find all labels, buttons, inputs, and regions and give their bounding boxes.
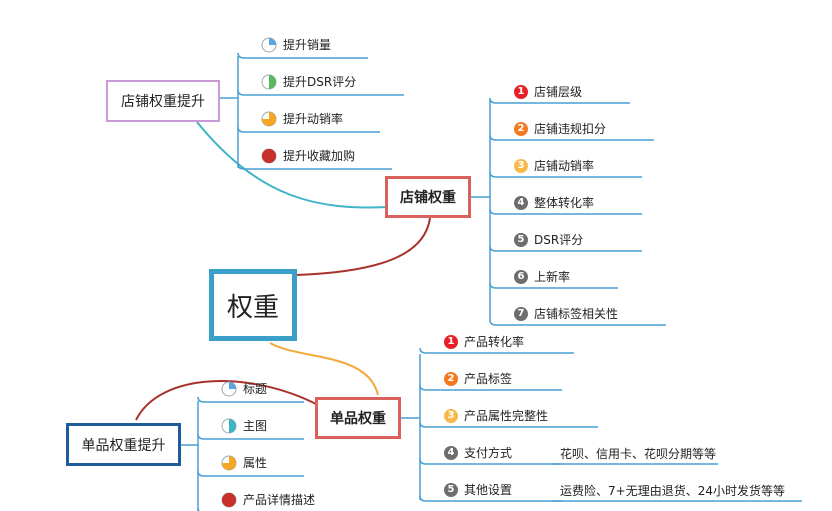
item-weight-item-label: 支付方式 [464, 446, 513, 460]
item-weight-node[interactable]: 单品权重 [315, 397, 401, 439]
item-boost-underline [197, 507, 200, 511]
number-badge-icon: 2 [444, 372, 458, 386]
store-boost-item[interactable]: 提升销量 [261, 37, 331, 53]
store-weight-item-label: 店铺动销率 [534, 159, 595, 173]
store-weight-underline [489, 171, 642, 178]
item-weight-item-label: 产品标签 [464, 372, 513, 386]
item-weight-item[interactable]: 5 其他设置 [444, 482, 512, 498]
store-weight-item-label: 店铺违规扣分 [534, 122, 607, 136]
store-weight-underline [489, 208, 642, 215]
progress-pie-icon [221, 418, 237, 434]
store-weight-item[interactable]: 4 整体转化率 [514, 195, 594, 211]
item-boost-underline [197, 433, 304, 440]
item-weight-note: 花呗、信用卡、花呗分期等等 [560, 447, 717, 461]
item-weight-item[interactable]: 4 支付方式 [444, 445, 512, 461]
item-weight-item[interactable]: 2 产品标签 [444, 371, 512, 387]
number-badge-icon: 5 [514, 233, 528, 247]
progress-pie-icon [261, 111, 277, 127]
root-to-store-connector [295, 217, 431, 276]
item-weight-underline [419, 495, 562, 502]
item-to-boost-connector [135, 380, 319, 421]
number-badge-icon: 3 [514, 159, 528, 173]
store-boost-item-label: 提升收藏加购 [283, 149, 356, 163]
item-boost-item-label: 属性 [243, 456, 268, 470]
item-boost-underline [197, 396, 304, 403]
number-badge-icon: 7 [514, 307, 528, 321]
store-weight-item[interactable]: 6 上新率 [514, 269, 570, 285]
store-weight-underline [489, 134, 654, 141]
store-boost-label: 店铺权重提升 [121, 94, 205, 110]
store-weight-item-label: DSR评分 [534, 233, 584, 247]
store-boost-item-label: 提升销量 [283, 38, 332, 52]
store-weight-item[interactable]: 7 店铺标签相关性 [514, 306, 618, 322]
store-weight-label: 店铺权重 [400, 190, 456, 206]
store-weight-item[interactable]: 3 店铺动销率 [514, 158, 594, 174]
number-badge-icon: 2 [514, 122, 528, 136]
item-weight-item[interactable]: 3 产品属性完整性 [444, 408, 548, 424]
store-boost-item[interactable]: 提升DSR评分 [261, 74, 356, 90]
item-boost-item[interactable]: 产品详情描述 [221, 492, 315, 508]
item-boost-item-label: 主图 [243, 419, 268, 433]
store-to-boost-connector [196, 121, 388, 209]
store-weight-item[interactable]: 5 DSR评分 [514, 232, 583, 248]
store-weight-underline [489, 97, 630, 104]
store-boost-underline [237, 163, 392, 170]
item-weight-label: 单品权重 [330, 411, 386, 427]
progress-pie-icon [261, 148, 277, 164]
store-boost-item-label: 提升DSR评分 [283, 75, 357, 89]
progress-pie-icon [261, 37, 277, 53]
store-boost-underline [237, 52, 368, 59]
number-badge-icon: 1 [444, 335, 458, 349]
item-weight-item[interactable]: 1 产品转化率 [444, 334, 524, 350]
number-badge-icon: 1 [514, 85, 528, 99]
store-weight-item-label: 店铺标签相关性 [534, 307, 619, 321]
item-weight-underline [419, 421, 598, 428]
store-weight-underline [489, 245, 642, 252]
store-boost-item[interactable]: 提升动销率 [261, 111, 343, 127]
number-badge-icon: 4 [444, 446, 458, 460]
store-boost-item-label: 提升动销率 [283, 112, 344, 126]
number-badge-icon: 5 [444, 483, 458, 497]
progress-pie-icon [261, 74, 277, 90]
item-boost-label: 单品权重提升 [81, 437, 166, 454]
root-node[interactable]: 权重 [209, 269, 297, 341]
store-weight-item[interactable]: 2 店铺违规扣分 [514, 121, 606, 137]
root-node-label: 权重 [226, 292, 279, 323]
store-weight-underline [489, 319, 666, 326]
store-weight-item-label: 上新率 [534, 270, 571, 284]
item-weight-underline [419, 458, 562, 465]
item-weight-underline [419, 347, 574, 354]
store-weight-node[interactable]: 店铺权重 [385, 176, 471, 218]
item-weight-item-label: 产品属性完整性 [464, 409, 549, 423]
item-boost-underline [197, 470, 304, 477]
store-weight-item-label: 整体转化率 [534, 196, 595, 210]
store-boost-underline [237, 126, 380, 133]
item-weight-underline [419, 384, 562, 391]
progress-pie-icon [221, 492, 237, 508]
item-weight-note: 运费险、7+无理由退货、24小时发货等等 [560, 484, 785, 498]
store-weight-underline [489, 282, 618, 289]
number-badge-icon: 3 [444, 409, 458, 423]
number-badge-icon: 4 [514, 196, 528, 210]
store-boost-item[interactable]: 提升收藏加购 [261, 148, 355, 164]
item-boost-item[interactable]: 标题 [221, 381, 267, 397]
number-badge-icon: 6 [514, 270, 528, 284]
item-weight-item-label: 其他设置 [464, 483, 513, 497]
store-weight-item-label: 店铺层级 [534, 85, 583, 99]
store-boost-underline [237, 89, 404, 96]
store-weight-item[interactable]: 1 店铺层级 [514, 84, 582, 100]
item-boost-node[interactable]: 单品权重提升 [66, 423, 181, 466]
item-boost-item[interactable]: 主图 [221, 418, 267, 434]
progress-pie-icon [221, 381, 237, 397]
progress-pie-icon [221, 455, 237, 471]
item-weight-item-label: 产品转化率 [464, 335, 525, 349]
root-to-item-connector [269, 342, 379, 396]
item-boost-item-label: 标题 [243, 382, 268, 396]
item-boost-item[interactable]: 属性 [221, 455, 267, 471]
item-boost-item-label: 产品详情描述 [243, 493, 316, 507]
store-boost-node[interactable]: 店铺权重提升 [106, 80, 220, 122]
